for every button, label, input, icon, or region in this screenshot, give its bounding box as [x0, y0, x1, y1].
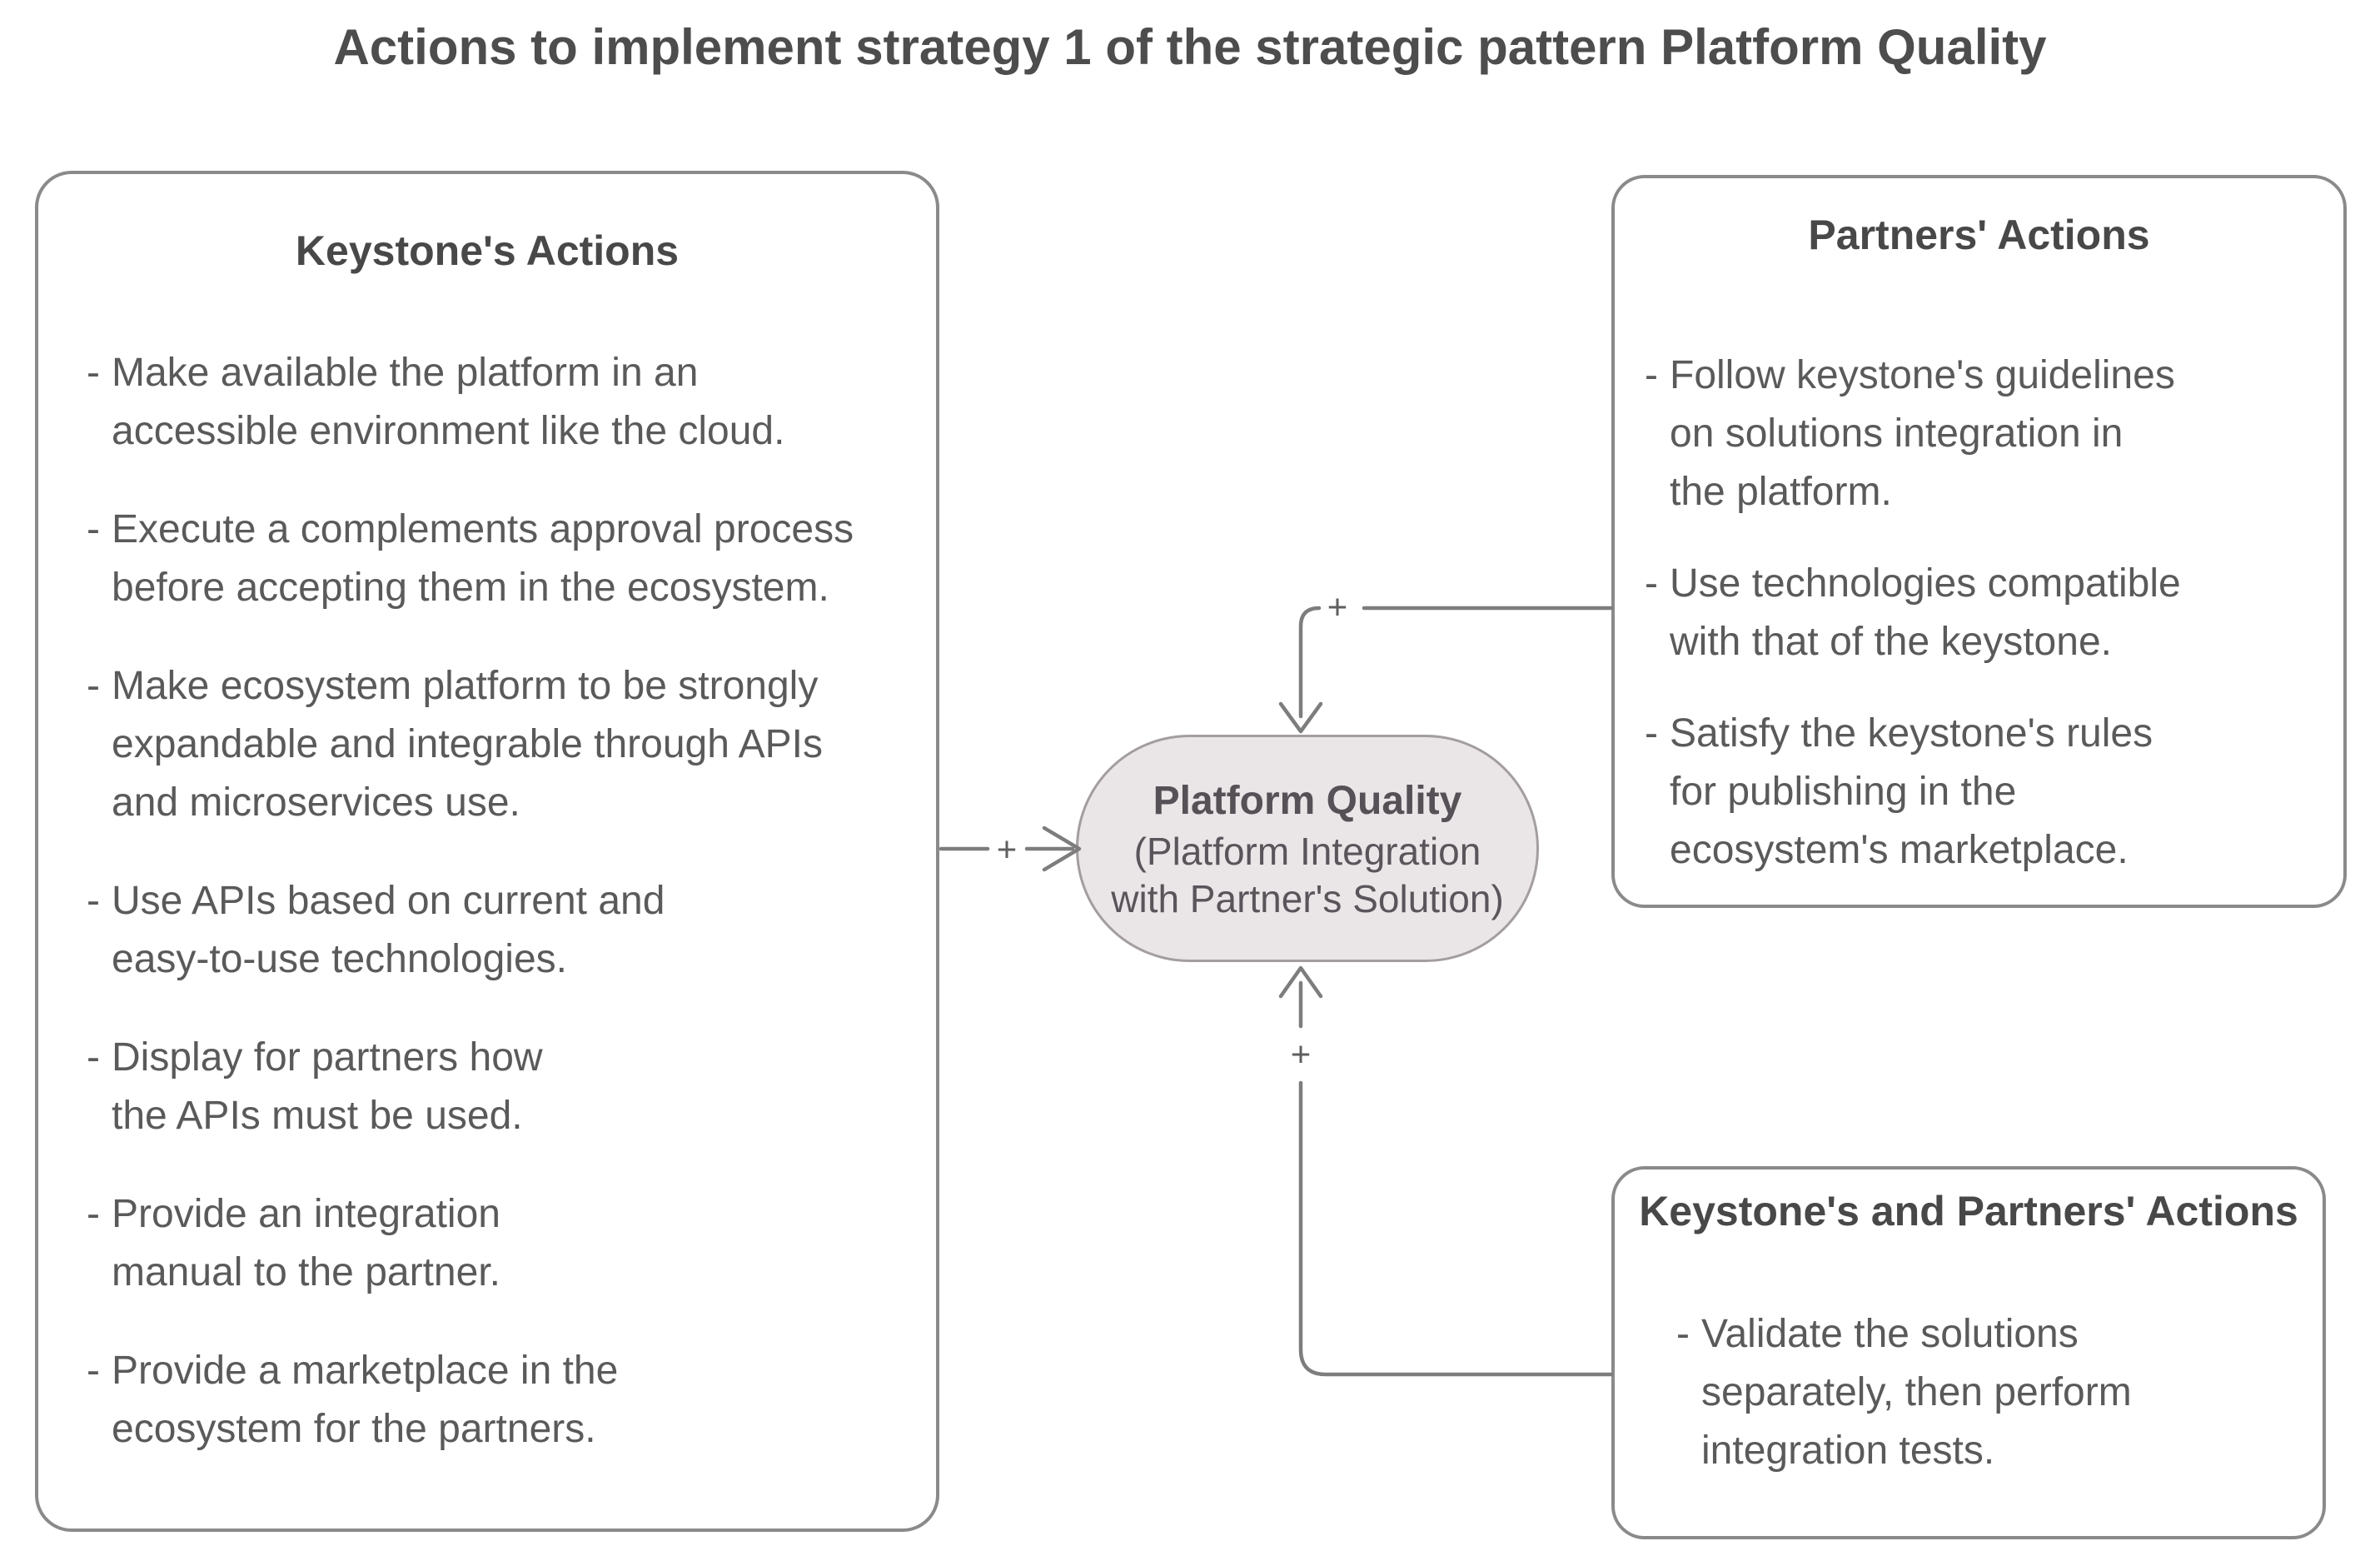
bullet-dash: -: [1645, 561, 1658, 606]
list-item: - Provide a marketplace in the ecosystem…: [87, 1342, 916, 1459]
platform-quality-node-title: Platform Quality: [1153, 778, 1462, 823]
list-item-text: Provide an integration manual to the par…: [112, 1192, 500, 1294]
top-connector-plus-label: +: [1327, 587, 1348, 626]
partners-actions-list: - Follow keystone's guidelines on soluti…: [1615, 347, 2343, 880]
platform-quality-node-subtitle: (Platform Integration with Partner's Sol…: [1111, 829, 1504, 920]
up-arrowhead-icon: [1278, 965, 1323, 999]
bullet-dash: -: [87, 1349, 100, 1393]
list-item-text: Make available the platform in an access…: [112, 351, 785, 453]
platform-quality-node: Platform Quality (Platform Integration w…: [1076, 735, 1539, 962]
keystone-actions-box: Keystone's Actions - Make available the …: [35, 171, 939, 1532]
joint-actions-title: Keystone's and Partners' Actions: [1639, 1188, 2298, 1234]
keystone-actions-list: - Make available the platform in an acce…: [38, 344, 936, 1459]
bullet-dash: -: [87, 664, 100, 708]
list-item: - Make ecosystem platform to be strongly…: [87, 657, 916, 832]
list-item: - Use APIs based on current and easy-to-…: [87, 872, 916, 989]
partners-actions-box: Partners' Actions - Follow keystone's gu…: [1611, 175, 2347, 908]
bullet-dash: -: [87, 507, 100, 551]
down-arrowhead-icon: [1278, 701, 1323, 734]
bullet-dash: -: [1645, 711, 1658, 756]
list-item-text: Provide a marketplace in the ecosystem f…: [112, 1349, 619, 1451]
list-item: - Use technologies compatible with that …: [1645, 555, 2327, 671]
list-item-text: Use APIs based on current and easy-to-us…: [112, 879, 665, 981]
list-item-text: Validate the solutions separately, then …: [1701, 1312, 2132, 1473]
left-connector-plus-label: +: [997, 830, 1018, 869]
list-item-text: Display for partners how the APIs must b…: [112, 1035, 543, 1138]
list-item: - Display for partners how the APIs must…: [87, 1029, 916, 1145]
bullet-dash: -: [1645, 353, 1658, 397]
list-item-text: Execute a complements approval process b…: [112, 507, 854, 610]
bottom-connector-elbow: [1298, 1080, 1614, 1377]
keystone-actions-title: Keystone's Actions: [295, 227, 680, 274]
joint-actions-list: - Validate the solutions separately, the…: [1615, 1305, 2323, 1480]
bottom-connector-plus-label: +: [1291, 1035, 1312, 1074]
list-item-text: Use technologies compatible with that of…: [1670, 561, 2181, 664]
right-arrowhead-icon: [1042, 825, 1082, 872]
partners-actions-title: Partners' Actions: [1808, 212, 2150, 258]
list-item: - Follow keystone's guidelines on soluti…: [1645, 347, 2327, 521]
bullet-dash: -: [87, 351, 100, 395]
bullet-dash: -: [87, 1035, 100, 1080]
top-connector-elbow: [1298, 606, 1322, 719]
bullet-dash: -: [87, 879, 100, 923]
list-item-text: Satisfy the keystone's rules for publish…: [1670, 711, 2153, 872]
list-item-text: Make ecosystem platform to be strongly e…: [112, 664, 823, 825]
list-item: - Execute a complements approval process…: [87, 501, 916, 617]
bullet-dash: -: [1676, 1312, 1690, 1356]
list-item-text: Follow keystone's guidelines on solution…: [1670, 353, 2175, 514]
list-item: - Validate the solutions separately, the…: [1676, 1305, 2306, 1480]
bullet-dash: -: [87, 1192, 100, 1236]
list-item: - Satisfy the keystone's rules for publi…: [1645, 705, 2327, 880]
page-title: Actions to implement strategy 1 of the s…: [333, 19, 2047, 75]
list-item: - Make available the platform in an acce…: [87, 344, 916, 461]
joint-actions-box: Keystone's and Partners' Actions - Valid…: [1611, 1166, 2326, 1539]
list-item: - Provide an integration manual to the p…: [87, 1185, 916, 1302]
